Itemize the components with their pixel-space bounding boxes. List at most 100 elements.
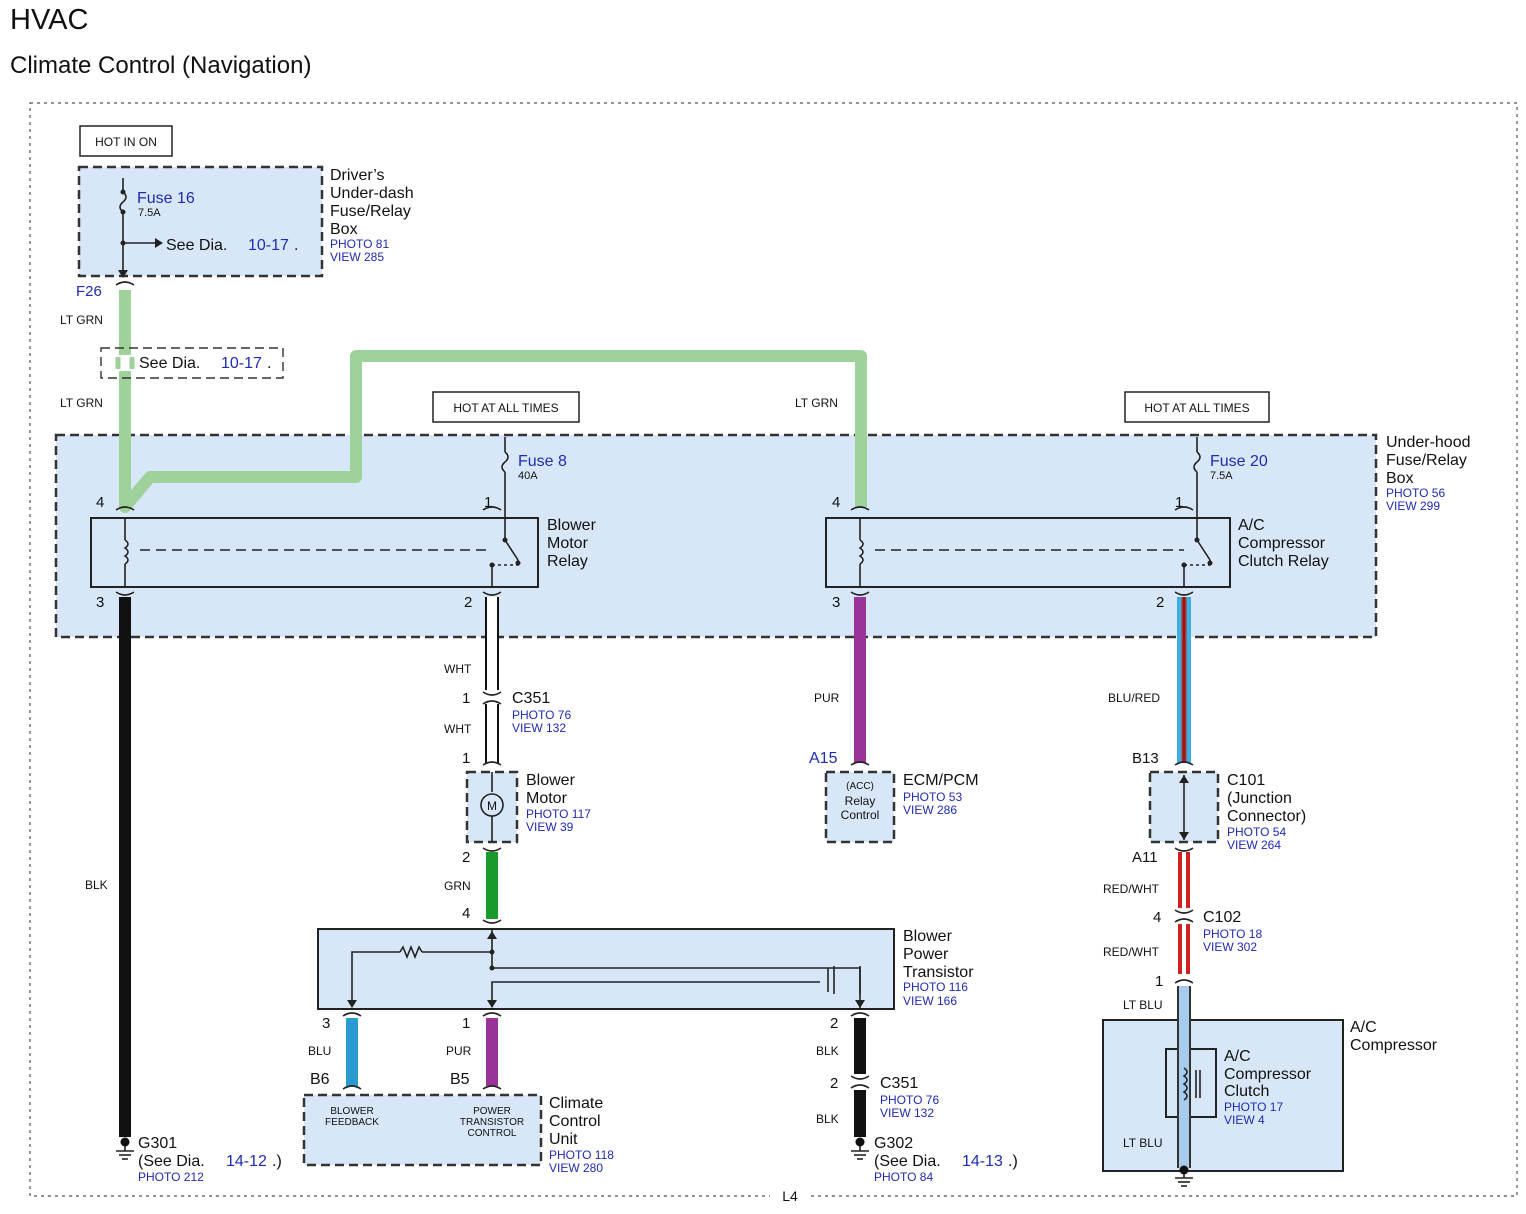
svg-text:BLOWER: BLOWER [330, 1106, 373, 1117]
svg-text:Compressor: Compressor [1238, 535, 1326, 552]
svg-text:Under-hood: Under-hood [1386, 434, 1471, 451]
view-link[interactable]: VIEW 132 [880, 1106, 934, 1120]
svg-text:2: 2 [830, 1015, 838, 1032]
svg-text:4: 4 [1153, 909, 1161, 926]
svg-text:40A: 40A [518, 470, 538, 482]
see-dia-link[interactable]: 10-17 [248, 237, 289, 254]
svg-text:2: 2 [462, 849, 470, 866]
photo-link[interactable]: PHOTO 117 [526, 807, 591, 821]
fuse-8-label: Fuse 8 [518, 453, 567, 470]
see-dia-link[interactable]: 10-17 [221, 355, 262, 372]
view-link[interactable]: VIEW 299 [1386, 499, 1440, 513]
svg-text:LT GRN: LT GRN [60, 313, 103, 327]
svg-text:Compressor: Compressor [1224, 1066, 1312, 1083]
view-link[interactable]: VIEW 302 [1203, 940, 1257, 954]
svg-text:3: 3 [322, 1015, 330, 1032]
page-title: HVAC [10, 4, 88, 36]
hot-at-all-times-label: HOT AT ALL TIMES [453, 401, 558, 415]
photo-link[interactable]: PHOTO 53 [903, 790, 962, 804]
diagram-frame [29, 102, 1518, 1197]
ground-icon [1175, 1174, 1193, 1187]
svg-text:Box: Box [330, 221, 358, 238]
blower-motor-relay [90, 517, 539, 588]
svg-text:Relay: Relay [845, 794, 876, 808]
arrow-right-icon [155, 238, 163, 248]
svg-text:Blower: Blower [903, 928, 953, 945]
svg-text:WHT: WHT [444, 662, 472, 676]
svg-text:Fuse/Relay: Fuse/Relay [330, 203, 411, 220]
svg-text:BLU: BLU [308, 1044, 331, 1058]
view-link[interactable]: VIEW 166 [903, 994, 957, 1008]
photo-link[interactable]: PHOTO 56 [1386, 486, 1445, 500]
svg-text:BLK: BLK [816, 1112, 839, 1126]
svg-text:Motor: Motor [526, 790, 568, 807]
view-link[interactable]: VIEW 39 [526, 820, 574, 834]
svg-text:.): .) [1008, 1153, 1018, 1170]
svg-text:Box: Box [1386, 470, 1414, 487]
svg-text:2: 2 [1156, 594, 1164, 611]
photo-link[interactable]: PHOTO 17 [1224, 1100, 1283, 1114]
svg-text:(ACC): (ACC) [846, 781, 874, 792]
view-link[interactable]: VIEW 132 [512, 721, 566, 735]
svg-text:2: 2 [464, 594, 472, 611]
svg-text:A/C: A/C [1350, 1019, 1377, 1036]
view-link[interactable]: VIEW 285 [330, 250, 384, 264]
svg-text:3: 3 [832, 594, 840, 611]
svg-text:LT GRN: LT GRN [795, 396, 838, 410]
fuse-8 [501, 437, 509, 518]
view-link[interactable]: VIEW 4 [1224, 1113, 1265, 1127]
photo-link[interactable]: PHOTO 212 [138, 1170, 204, 1184]
svg-text:TRANSISTOR: TRANSISTOR [460, 1117, 524, 1128]
svg-text:Fuse/Relay: Fuse/Relay [1386, 452, 1467, 469]
svg-text:1: 1 [462, 750, 470, 767]
blower-power-transistor [317, 928, 895, 1010]
fuse-20-label: Fuse 20 [1210, 453, 1268, 470]
svg-text:1: 1 [462, 1015, 470, 1032]
underhood-fuse-box [54, 433, 1378, 639]
connector-marks [115, 281, 1194, 1090]
photo-link[interactable]: PHOTO 54 [1227, 825, 1286, 839]
c351-label: C351 [512, 690, 550, 707]
svg-text:(See Dia.: (See Dia. [138, 1153, 205, 1170]
svg-text:POWER: POWER [473, 1106, 511, 1117]
svg-text:RED/WHT: RED/WHT [1103, 882, 1160, 896]
svg-text:Connector): Connector) [1227, 808, 1306, 825]
see-dia-link[interactable]: 14-12 [226, 1153, 267, 1170]
svg-text:BLK: BLK [816, 1044, 839, 1058]
photo-link[interactable]: PHOTO 84 [874, 1170, 933, 1184]
fuse-16-rating: 7.5A [138, 207, 161, 219]
ac-clutch-symbol [1182, 1067, 1201, 1101]
ac-clutch-relay [825, 517, 1231, 588]
svg-text:3: 3 [96, 594, 104, 611]
photo-link[interactable]: PHOTO 81 [330, 237, 389, 251]
svg-text:PUR: PUR [814, 691, 840, 705]
svg-text:LT GRN: LT GRN [60, 396, 103, 410]
svg-text:Relay: Relay [547, 553, 588, 570]
terminal-b13: B13 [1132, 750, 1159, 767]
photo-link[interactable]: PHOTO 76 [512, 708, 571, 722]
svg-text:WHT: WHT [444, 722, 472, 736]
view-link[interactable]: VIEW 280 [549, 1161, 603, 1175]
photo-link[interactable]: PHOTO 18 [1203, 927, 1262, 941]
svg-text:LT BLU: LT BLU [1123, 998, 1163, 1012]
view-link[interactable]: VIEW 264 [1227, 838, 1281, 852]
photo-link[interactable]: PHOTO 118 [549, 1148, 614, 1162]
hot-at-all-times-label: HOT AT ALL TIMES [1144, 401, 1249, 415]
svg-text:2: 2 [830, 1075, 838, 1092]
svg-text:(See Dia.: (See Dia. [874, 1153, 941, 1170]
svg-text:BLU/RED: BLU/RED [1108, 691, 1160, 705]
see-dia-link[interactable]: 14-13 [962, 1153, 1003, 1170]
svg-text:CONTROL: CONTROL [468, 1128, 517, 1139]
svg-text:7.5A: 7.5A [1210, 470, 1233, 482]
svg-text:4: 4 [462, 905, 470, 922]
splice-see-dia-box [100, 347, 284, 379]
svg-text:Driver’s: Driver’s [330, 167, 385, 184]
photo-link[interactable]: PHOTO 76 [880, 1093, 939, 1107]
photo-link[interactable]: PHOTO 116 [903, 980, 968, 994]
svg-text:Control: Control [841, 808, 880, 822]
view-link[interactable]: VIEW 286 [903, 803, 957, 817]
drivers-fuse-box [77, 165, 324, 278]
terminal-a11: A11 [1132, 849, 1158, 866]
svg-text:.: . [267, 355, 271, 372]
